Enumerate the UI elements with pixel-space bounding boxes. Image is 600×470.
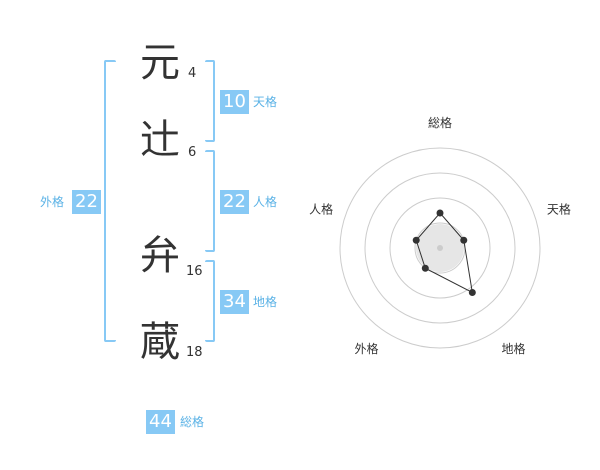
radar-point-3	[421, 264, 429, 272]
chi-value-badge: 34	[220, 290, 249, 314]
name-char-1: 元	[140, 40, 180, 86]
gai-label: 外格	[40, 195, 65, 209]
jin-value-badge: 22	[220, 190, 249, 214]
radar-point-0	[436, 209, 444, 217]
stroke-count-1: 4	[188, 66, 197, 81]
radar-point-1	[460, 236, 468, 244]
ten-bracket	[205, 60, 215, 142]
stroke-count-4: 18	[186, 345, 203, 360]
stroke-count-3: 16	[186, 264, 203, 279]
outer-bracket	[104, 60, 116, 342]
radar-axis-label-4: 人格	[309, 201, 333, 216]
radar-center-dot	[437, 245, 443, 251]
jin-bracket	[205, 150, 215, 252]
gai-value-badge: 22	[72, 190, 101, 214]
name-char-2: 辻	[140, 117, 180, 163]
name-char-3: 弁	[140, 233, 180, 279]
radar-ring-2	[389, 197, 491, 299]
radar-ring-4	[339, 147, 541, 349]
radar-axis-label-1: 天格	[547, 201, 571, 216]
radar-point-4	[412, 236, 420, 244]
radar-point-2	[468, 288, 476, 296]
stroke-count-2: 6	[188, 145, 197, 160]
radar-axis-label-3: 外格	[355, 341, 379, 356]
jin-label: 人格	[253, 195, 278, 209]
radar-axis-label-2: 地格	[501, 341, 525, 356]
chi-bracket	[205, 260, 215, 342]
radar-ring-3	[364, 172, 516, 324]
ten-value-badge: 10	[220, 90, 249, 114]
name-char-4: 蔵	[140, 319, 180, 365]
ten-label: 天格	[253, 95, 278, 109]
chi-label: 地格	[253, 295, 278, 309]
so-value-badge: 44	[146, 410, 175, 434]
so-label: 総格	[180, 415, 205, 429]
radar-series-polygon	[415, 212, 473, 294]
radar-axis-label-0: 総格	[428, 115, 452, 130]
